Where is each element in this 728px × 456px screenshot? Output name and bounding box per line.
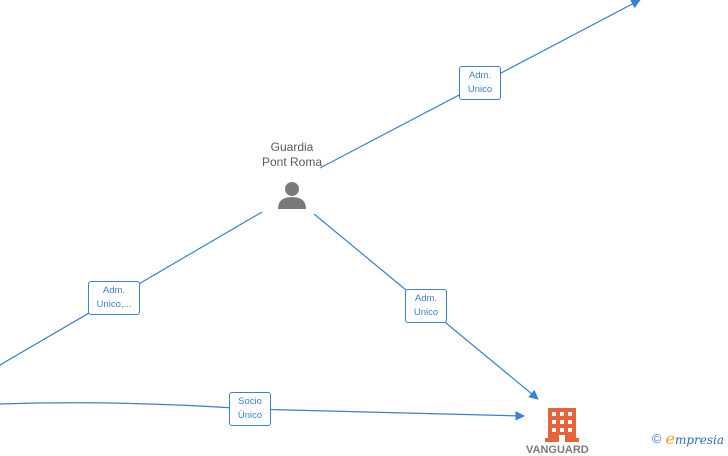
edge-label-line1: Adm. [464,69,496,83]
footer-branding: © empresia [652,429,724,448]
copyright-icon: © [652,431,662,446]
edge-label-socio[interactable]: Socio Único [229,392,271,426]
edge-label-person-company[interactable]: Adm. Unico [405,289,447,323]
brand-initial: e [665,429,674,448]
edge-label-line1: Adm. [93,284,135,298]
edge-label-line1: Adm. [410,292,442,306]
person-name-line1: Guardia [252,140,332,155]
edge-label-line2: Unico,... [93,298,135,312]
edge-label-top-right[interactable]: Adm. Unico [459,66,501,100]
edge-label-line2: Unico [464,83,496,97]
edge-label-line2: Unico [410,306,442,320]
brand-logo[interactable]: empresia [665,429,724,448]
edge-label-left[interactable]: Adm. Unico,... [88,281,140,315]
person-node-label[interactable]: Guardia Pont Roma [252,140,332,170]
person-name-line2: Pont Roma [252,155,332,170]
building-icon[interactable] [545,408,579,442]
person-icon[interactable] [278,182,306,209]
edge-label-line1: Socio [234,395,266,409]
brand-rest: mpresia [675,433,724,447]
edge-label-line2: Único [234,409,266,423]
company-node-label[interactable]: VANGUARD [526,444,589,456]
